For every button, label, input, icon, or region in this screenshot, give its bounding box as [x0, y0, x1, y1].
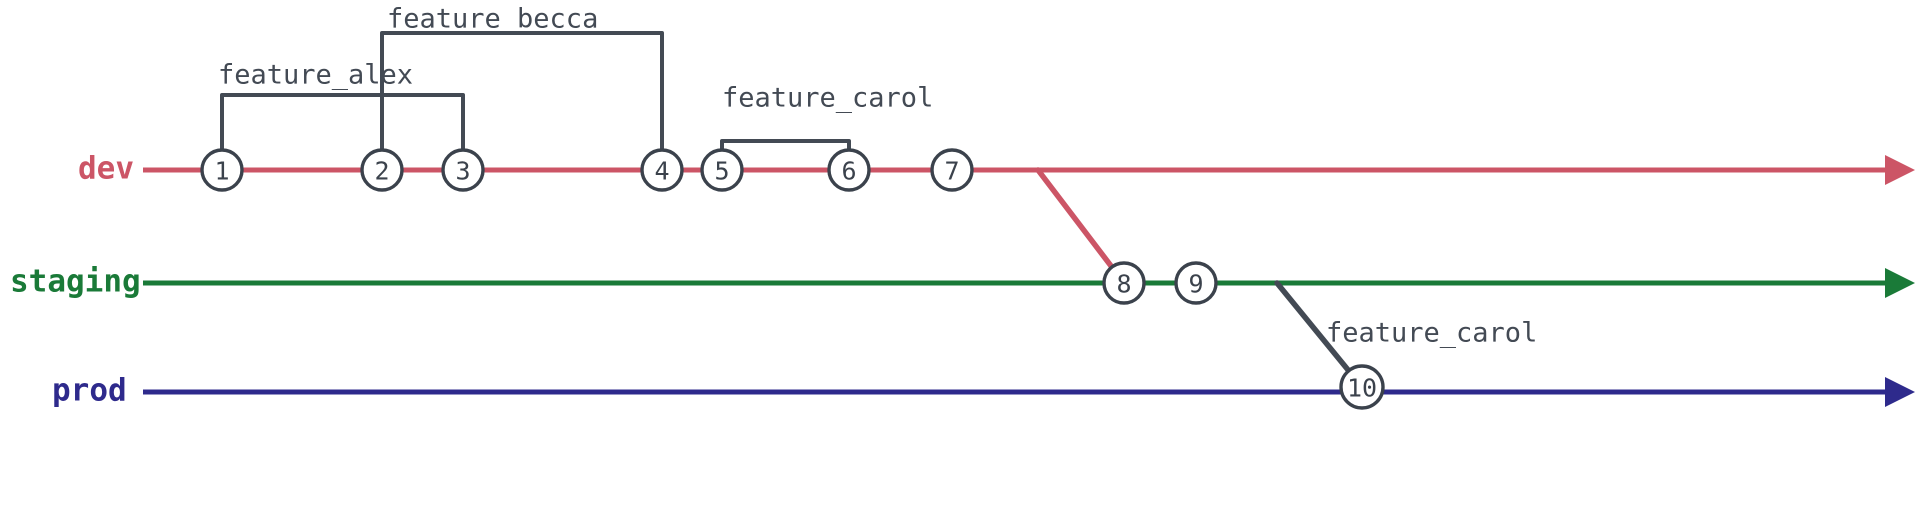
commit-label-3: 3	[455, 157, 470, 186]
feature-bracket-label-feature_becca: feature_becca	[387, 4, 598, 35]
branch-label-staging[interactable]: staging	[10, 264, 141, 300]
commit-node-2[interactable]: 2	[360, 148, 404, 192]
commit-node-1[interactable]: 1	[200, 148, 244, 192]
branch-labels-group: dev staging prod	[10, 151, 141, 409]
merge-edge-dev-to-staging	[1035, 167, 1127, 286]
commit-circle-2	[360, 148, 404, 192]
commit-nodes-group: 1 2 3 4 5 6 7 8 9 10	[200, 148, 1385, 410]
commit-circle-9	[1174, 261, 1218, 305]
commit-label-4: 4	[654, 157, 669, 186]
commit-circle-10	[1339, 364, 1385, 410]
commit-circle-7	[930, 148, 974, 192]
branch-lines-group	[143, 155, 1915, 407]
commit-node-7[interactable]: 7	[930, 148, 974, 192]
feature-bracket-label-feature_carol_dev: feature_carol	[722, 83, 933, 114]
commit-node-5[interactable]: 5	[700, 148, 744, 192]
commit-label-7: 7	[944, 157, 959, 186]
branch-label-dev[interactable]: dev	[78, 151, 134, 187]
commit-circle-6	[827, 148, 871, 192]
commit-circle-5	[700, 148, 744, 192]
commit-label-10: 10	[1347, 374, 1377, 403]
feature-bracket-feature_alex	[220, 93, 465, 172]
commit-node-6[interactable]: 6	[827, 148, 871, 192]
commit-label-2: 2	[374, 157, 389, 186]
feature-bracket-feature_becca	[380, 31, 664, 172]
commit-circle-1	[200, 148, 244, 192]
commit-node-10[interactable]: 10	[1339, 364, 1385, 410]
merge-edge-label-staging-to-prod: feature_carol	[1326, 318, 1537, 349]
commit-node-3[interactable]: 3	[441, 148, 485, 192]
commit-circle-8	[1102, 261, 1146, 305]
commit-circle-4	[640, 148, 684, 192]
commit-label-6: 6	[841, 157, 856, 186]
commit-label-1: 1	[214, 157, 229, 186]
commit-label-5: 5	[714, 157, 729, 186]
commit-label-8: 8	[1116, 270, 1131, 299]
commit-label-9: 9	[1188, 270, 1203, 299]
commit-node-8[interactable]: 8	[1102, 261, 1146, 305]
merge-edges-group: feature_carol	[1035, 167, 1537, 390]
commit-node-4[interactable]: 4	[640, 148, 684, 192]
branch-label-prod[interactable]: prod	[52, 373, 127, 409]
commit-circle-3	[441, 148, 485, 192]
commit-node-9[interactable]: 9	[1174, 261, 1218, 305]
